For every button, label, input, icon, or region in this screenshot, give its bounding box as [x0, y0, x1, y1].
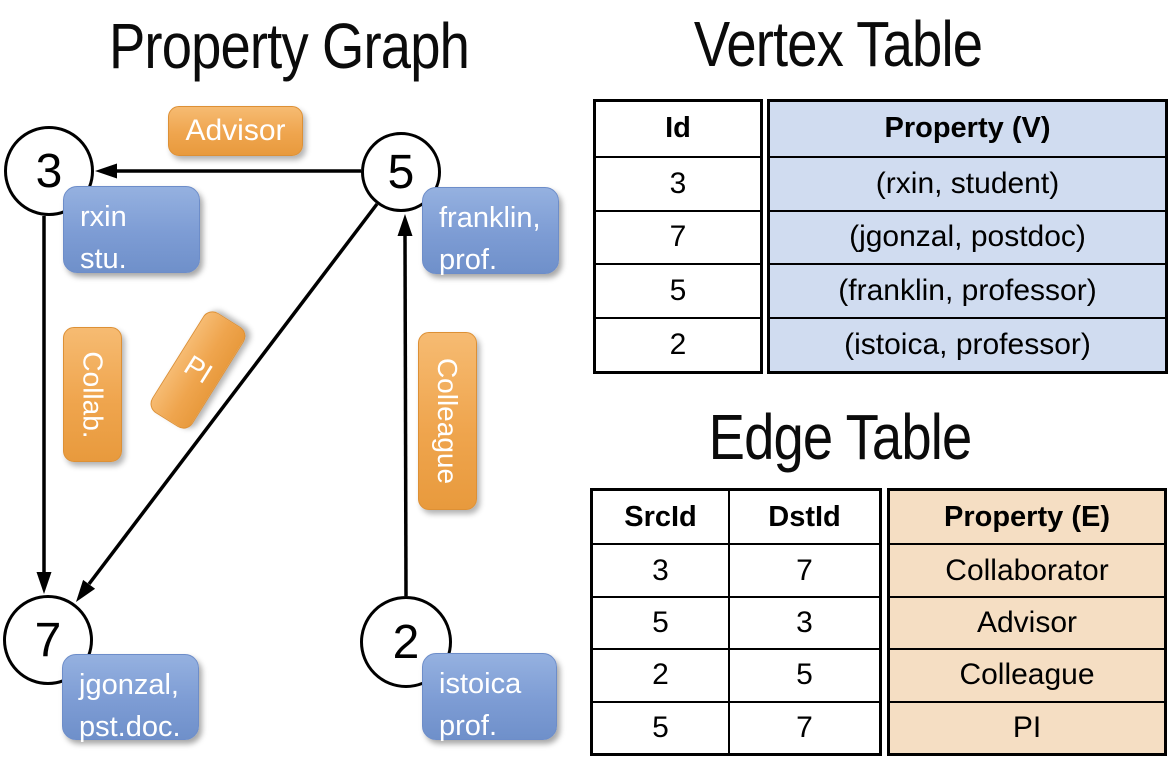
vertex-property-line: prof. — [439, 710, 498, 742]
edge-label-colleague: Colleague — [418, 332, 477, 510]
vertex-table-title: Vertex Table — [693, 8, 983, 80]
node-id-label: 5 — [387, 145, 415, 199]
edge-label-text: Colleague — [432, 357, 464, 485]
edge-label-text: PI — [178, 349, 218, 390]
vertex-property-line: jgonzal, — [79, 669, 179, 701]
node-id-label: 3 — [35, 144, 63, 198]
edge-table-header-srcid: SrcId — [624, 500, 697, 533]
vertex-property-box-2: istoica prof. — [422, 653, 557, 742]
edge-3-7-arrowhead — [36, 572, 52, 594]
edge-table-cell-dstid: 5 — [728, 648, 879, 701]
graph-node-2: 2 — [360, 596, 452, 688]
edge-table-property-column: Property (E) Collaborator Advisor Collea… — [887, 488, 1167, 756]
edge-table-cell-srcid: 3 — [593, 543, 728, 595]
edge-table-cell-srcid: 5 — [593, 700, 728, 753]
vertex-property-line: stu. — [80, 243, 127, 275]
edge-table-cell-dstid: 7 — [728, 700, 879, 753]
vertex-property-box-5: franklin, prof. — [422, 187, 559, 276]
edge-table-cell-dstid: 7 — [728, 543, 879, 596]
edge-table-cell-property: Colleague — [890, 648, 1164, 700]
vertex-table-property-column: Property (V) (rxin, student) (jgonzal, p… — [767, 99, 1168, 374]
vertex-table-id-column: Id 3 7 5 2 — [593, 99, 763, 374]
edge-2-5-arrowhead — [397, 214, 413, 236]
edge-table-cell-property: Collaborator — [890, 543, 1164, 595]
edge-table-cell-property: Advisor — [890, 595, 1164, 648]
vertex-property-box-7: jgonzal, pst.doc. — [62, 654, 199, 743]
edge-label-collab: Collab. — [63, 327, 122, 462]
vertex-property-line: prof. — [439, 244, 498, 276]
node-id-label: 2 — [392, 615, 420, 669]
edge-label-text: Advisor — [185, 114, 286, 147]
vertex-property-box-3: rxin stu. — [63, 186, 200, 275]
vertex-table-cell-id: 7 — [596, 209, 760, 264]
vertex-property-line: istoica — [439, 668, 522, 700]
edge-table-header-dstid: DstId — [728, 491, 879, 544]
vertex-table-cell-property: (franklin, professor) — [770, 263, 1165, 317]
edge-table-cell-dstid: 3 — [728, 595, 879, 649]
vertex-table-cell-id: 5 — [596, 263, 760, 317]
edge-label-advisor: Advisor — [168, 106, 303, 156]
node-id-label: 7 — [34, 613, 62, 667]
edge-5-3-arrowhead — [95, 163, 117, 179]
vertex-table-cell-id: 3 — [596, 155, 760, 210]
property-graph-title: Property Graph — [108, 10, 470, 82]
edge-5-7-arrowhead — [76, 579, 96, 602]
vertex-table-header-property: Property (V) — [884, 112, 1051, 145]
edge-table-id-columns: SrcId DstId 3 7 5 3 2 5 5 7 — [590, 488, 882, 756]
vertex-table-cell-property: (istoica, professor) — [770, 317, 1165, 371]
vertex-property-line: rxin — [80, 201, 127, 233]
edge-table-title: Edge Table — [708, 401, 973, 473]
vertex-property-line: franklin, — [439, 202, 541, 234]
edge-label-text: Collab. — [77, 350, 109, 439]
edge-5-7-line — [87, 202, 379, 586]
edge-2-5-line — [403, 235, 408, 597]
edge-table-cell-property: PI — [890, 700, 1164, 753]
edge-table-header-property: Property (E) — [944, 500, 1110, 533]
graph-edges-canvas — [36, 163, 413, 602]
edge-table-cell-srcid: 2 — [593, 648, 728, 700]
vertex-table-cell-property: (jgonzal, postdoc) — [770, 209, 1165, 264]
vertex-table-header-id: Id — [665, 112, 691, 145]
edge-table-cell-srcid: 5 — [593, 595, 728, 648]
vertex-property-line: pst.doc. — [79, 711, 181, 743]
vertex-table-cell-id: 2 — [596, 317, 760, 371]
vertex-table-cell-property: (rxin, student) — [770, 155, 1165, 210]
